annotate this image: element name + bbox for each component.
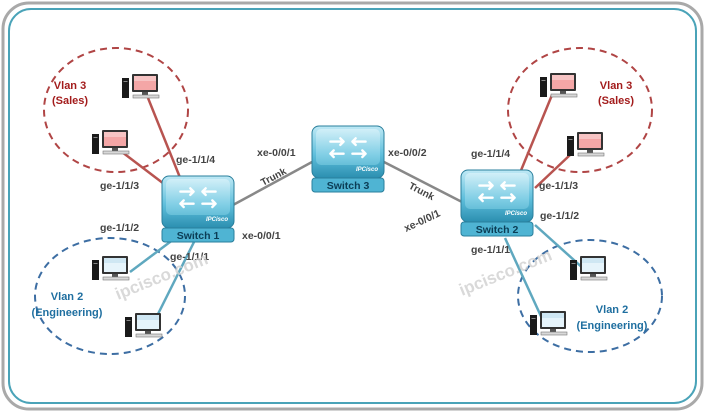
vlan3-right-circle [507, 47, 653, 173]
vlan3-right-sub: (Sales) [598, 95, 634, 107]
switch-2: IPCisco Switch 2 [460, 169, 534, 237]
s3-port-xe-0-0-1: xe-0/0/1 [257, 147, 296, 159]
s1-port-ge-1-1-1: ge-1/1/1 [170, 251, 209, 263]
inner-frame [8, 8, 697, 404]
switch-2-label: Switch 2 [476, 224, 519, 236]
s1-port-ge-1-1-3: ge-1/1/3 [100, 180, 139, 192]
link-s2-pc-bottom [503, 237, 547, 326]
vlan3-left-name: Vlan 3 [54, 80, 86, 92]
s1-port-ge-1-1-4: ge-1/1/4 [176, 154, 215, 166]
vlan3-left-circle [43, 47, 189, 173]
s2-port-ge-1-1-4: ge-1/1/4 [471, 148, 510, 160]
vlan2-right-circle [517, 239, 663, 353]
vlan2-right-name: Vlan 2 [596, 304, 628, 316]
vlan2-left-sub: (Engineering) [32, 307, 103, 319]
switch-1-label: Switch 1 [177, 230, 220, 242]
vlan2-left-circle [34, 237, 186, 355]
s1-port-xe-0-0-1: xe-0/0/1 [242, 230, 281, 242]
s2-port-ge-1-1-1: ge-1/1/1 [471, 244, 510, 256]
trunk-link-s1-s3 [232, 160, 313, 207]
switch-1: IPCisco Switch 1 [161, 175, 235, 243]
switch-3-label: Switch 3 [327, 180, 370, 192]
trunk-link-s3-s2 [383, 160, 463, 204]
s1-port-ge-1-1-2: ge-1/1/2 [100, 222, 139, 234]
s3-port-xe-0-0-2: xe-0/0/2 [388, 147, 427, 159]
s2-port-ge-1-1-2: ge-1/1/2 [540, 210, 579, 222]
s2-port-ge-1-1-3: ge-1/1/3 [539, 180, 578, 192]
switch-2-brand: IPCisco [505, 211, 527, 217]
vlan3-left-sub: (Sales) [52, 95, 88, 107]
switch-1-brand: IPCisco [206, 217, 228, 223]
vlan2-left-name: Vlan 2 [51, 291, 83, 303]
vlan3-right-name: Vlan 3 [600, 80, 632, 92]
link-s2-pc-mid [534, 154, 571, 189]
switch-3-brand: IPCisco [356, 167, 378, 173]
vlan2-right-sub: (Engineering) [577, 320, 648, 332]
link-s1-pc-top [146, 97, 187, 191]
switch-3: IPCisco Switch 3 [311, 125, 385, 193]
